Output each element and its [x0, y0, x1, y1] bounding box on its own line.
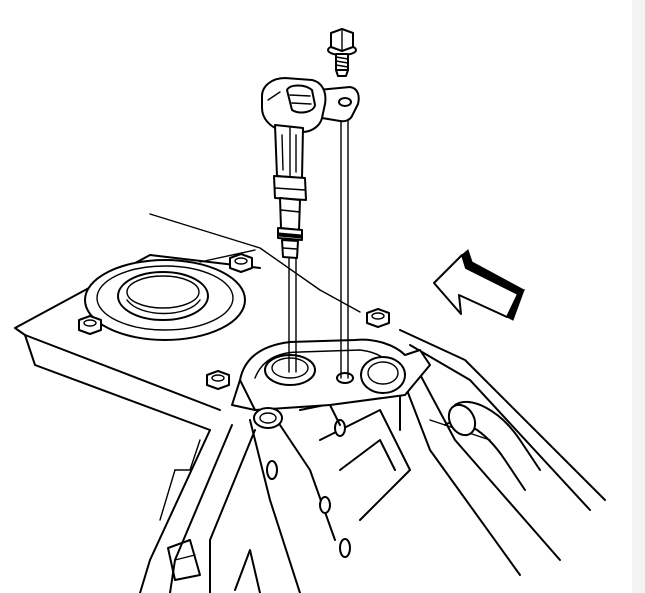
diagram-svg — [14, 28, 606, 593]
mounting-boss — [231, 338, 431, 429]
direction-arrow — [433, 249, 525, 321]
cover-plate — [84, 259, 246, 341]
mounting-bolt — [327, 28, 357, 77]
service-diagram — [14, 28, 606, 593]
housing-casting — [14, 213, 606, 593]
hex-bolt — [229, 253, 253, 273]
sensor — [261, 77, 360, 259]
hex-bolt — [78, 315, 102, 335]
hex-bolt — [206, 370, 230, 390]
side-margin-strip — [632, 0, 645, 593]
hex-bolt — [366, 308, 390, 328]
alignment-lines — [288, 117, 349, 379]
